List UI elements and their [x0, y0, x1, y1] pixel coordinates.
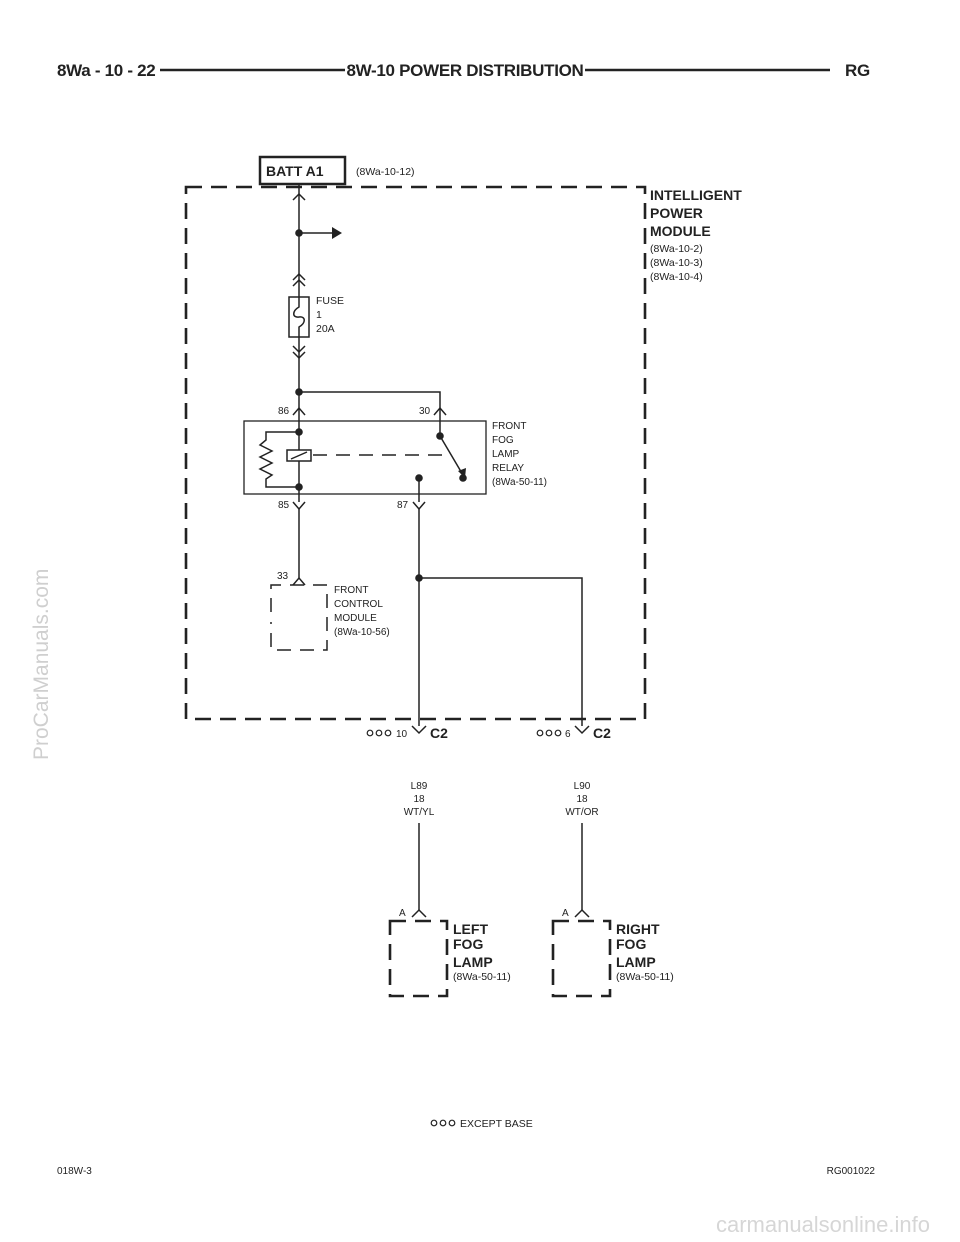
option-circle — [536, 729, 544, 737]
fcm-pin-terminal — [292, 576, 306, 586]
fuse-label-line-2: 1 — [316, 309, 322, 321]
fcm-pin-number: 33 — [277, 571, 289, 582]
option-circle — [545, 729, 553, 737]
batt-a1-box — [258, 155, 347, 186]
batt-connector-symbol — [292, 192, 306, 201]
connector-right-name: C2 — [593, 725, 611, 741]
fuse-top-terminal-symbol — [292, 272, 306, 287]
legend-circle — [439, 1119, 447, 1127]
legend-circle — [430, 1119, 438, 1127]
fcm-label-line-1: FRONT — [334, 585, 368, 596]
fuse-label-line-3: 20A — [316, 323, 335, 335]
legend-circle — [448, 1119, 456, 1127]
left-lamp-name-line-1: LEFT — [453, 921, 488, 937]
relay-label-line-5: (8Wa-50-11) — [492, 477, 547, 488]
left-wire-gauge: 18 — [413, 794, 425, 805]
fcm-label-line-2: CONTROL — [334, 599, 383, 610]
relay-box — [243, 420, 487, 495]
left-fog-lamp: A LEFT FOG LAMP (8Wa-50-11) — [388, 908, 511, 998]
page-header: 8Wa - 10 - 22 8W-10 POWER DISTRIBUTION R… — [57, 61, 870, 80]
relay-label-line-1: FRONT — [492, 421, 526, 432]
relay-pin-86: 86 — [278, 406, 290, 417]
right-wire-circuit: L90 — [574, 781, 591, 792]
fcm-label-line-3: MODULE — [334, 613, 377, 624]
header-section-code: RG — [845, 61, 870, 80]
switch-arm — [439, 435, 464, 476]
coil-slash — [290, 451, 308, 460]
option-circle — [554, 729, 562, 737]
connector-c2-left: 10 C2 — [366, 725, 448, 741]
legend-text: EXCEPT BASE — [460, 1118, 533, 1130]
relay-pin-87: 87 — [397, 500, 409, 511]
ipm-ref-1: (8Wa-10-2) — [650, 243, 703, 255]
relay-label-line-4: RELAY — [492, 463, 524, 474]
connector-left-terminal — [411, 725, 427, 735]
connector-left-name: C2 — [430, 725, 448, 741]
right-lamp-name-line-1: RIGHT — [616, 921, 660, 937]
fuse-element-icon — [293, 297, 305, 337]
relay-pin-85: 85 — [278, 500, 290, 511]
switch-contact-open — [459, 474, 467, 482]
left-lamp-terminal — [411, 908, 427, 918]
relay-label-line-2: FOG — [492, 435, 514, 446]
branch-arrow-icon — [332, 227, 342, 239]
connector-right-pin: 6 — [565, 729, 571, 740]
footer-right-code: RG001022 — [827, 1166, 876, 1177]
fcm-label: FRONT CONTROL MODULE (8Wa-10-56) — [334, 585, 390, 638]
option-circle — [375, 729, 383, 737]
right-wire-gauge: 18 — [576, 794, 588, 805]
left-lamp-name-line-3: LAMP — [453, 954, 493, 970]
batt-a1-label: BATT A1 — [266, 163, 324, 179]
right-lamp-name-line-3: LAMP — [616, 954, 656, 970]
right-lamp-outline — [551, 919, 612, 998]
coil-resistor-icon — [258, 431, 299, 488]
ipm-ref-3: (8Wa-10-4) — [650, 271, 703, 283]
footer-left-code: 018W-3 — [57, 1166, 92, 1177]
watermark-left: ProCarManuals.com — [30, 569, 53, 760]
ipm-outline — [184, 185, 647, 721]
fuse-label-line-1: FUSE — [316, 295, 344, 307]
header-title: 8W-10 POWER DISTRIBUTION — [346, 61, 583, 80]
connector-left-pin: 10 — [396, 729, 408, 740]
ipm-name-line-3: MODULE — [650, 223, 711, 239]
ipm-name-line-1: INTELLIGENT — [650, 187, 742, 203]
right-fog-lamp: A RIGHT FOG LAMP (8Wa-50-11) — [551, 908, 674, 998]
right-lamp-terminal — [574, 908, 590, 918]
relay-pin-30: 30 — [419, 406, 431, 417]
ipm-label: INTELLIGENT POWER MODULE (8Wa-10-2) (8Wa… — [650, 187, 742, 283]
relay-label-line-3: LAMP — [492, 449, 520, 460]
right-lamp-name-line-2: FOG — [616, 936, 646, 952]
fcm-outline — [270, 584, 328, 651]
pin-30-feed-wire — [299, 391, 441, 408]
watermark-bottom: carmanualsonline.info — [716, 1212, 930, 1237]
left-lamp-pin: A — [399, 908, 406, 919]
left-lamp-outline — [388, 919, 449, 998]
option-circle — [366, 729, 374, 737]
relay-label: FRONT FOG LAMP RELAY (8Wa-50-11) — [492, 421, 547, 488]
header-page-number: 8Wa - 10 - 22 — [57, 61, 155, 80]
left-wire-color: WT/YL — [404, 807, 435, 818]
batt-a1-ref: (8Wa-10-12) — [356, 166, 415, 178]
connector-right-terminal — [574, 725, 590, 735]
connector-c2-right: 6 C2 — [536, 725, 611, 741]
pin-85-terminal — [292, 501, 306, 511]
right-lamp-feed-wire — [419, 577, 583, 726]
legend: EXCEPT BASE — [430, 1118, 533, 1130]
right-lamp-ref: (8Wa-50-11) — [616, 971, 674, 983]
left-lamp-name-line-2: FOG — [453, 936, 483, 952]
left-lamp-ref: (8Wa-50-11) — [453, 971, 511, 983]
fcm-label-line-4: (8Wa-10-56) — [334, 627, 390, 638]
right-wire-color: WT/OR — [565, 807, 598, 818]
left-wire-circuit: L89 — [411, 781, 428, 792]
pin-87-terminal — [412, 501, 426, 511]
ipm-name-line-2: POWER — [650, 205, 703, 221]
right-lamp-pin: A — [562, 908, 569, 919]
ipm-ref-2: (8Wa-10-3) — [650, 257, 703, 269]
option-circle — [384, 729, 392, 737]
